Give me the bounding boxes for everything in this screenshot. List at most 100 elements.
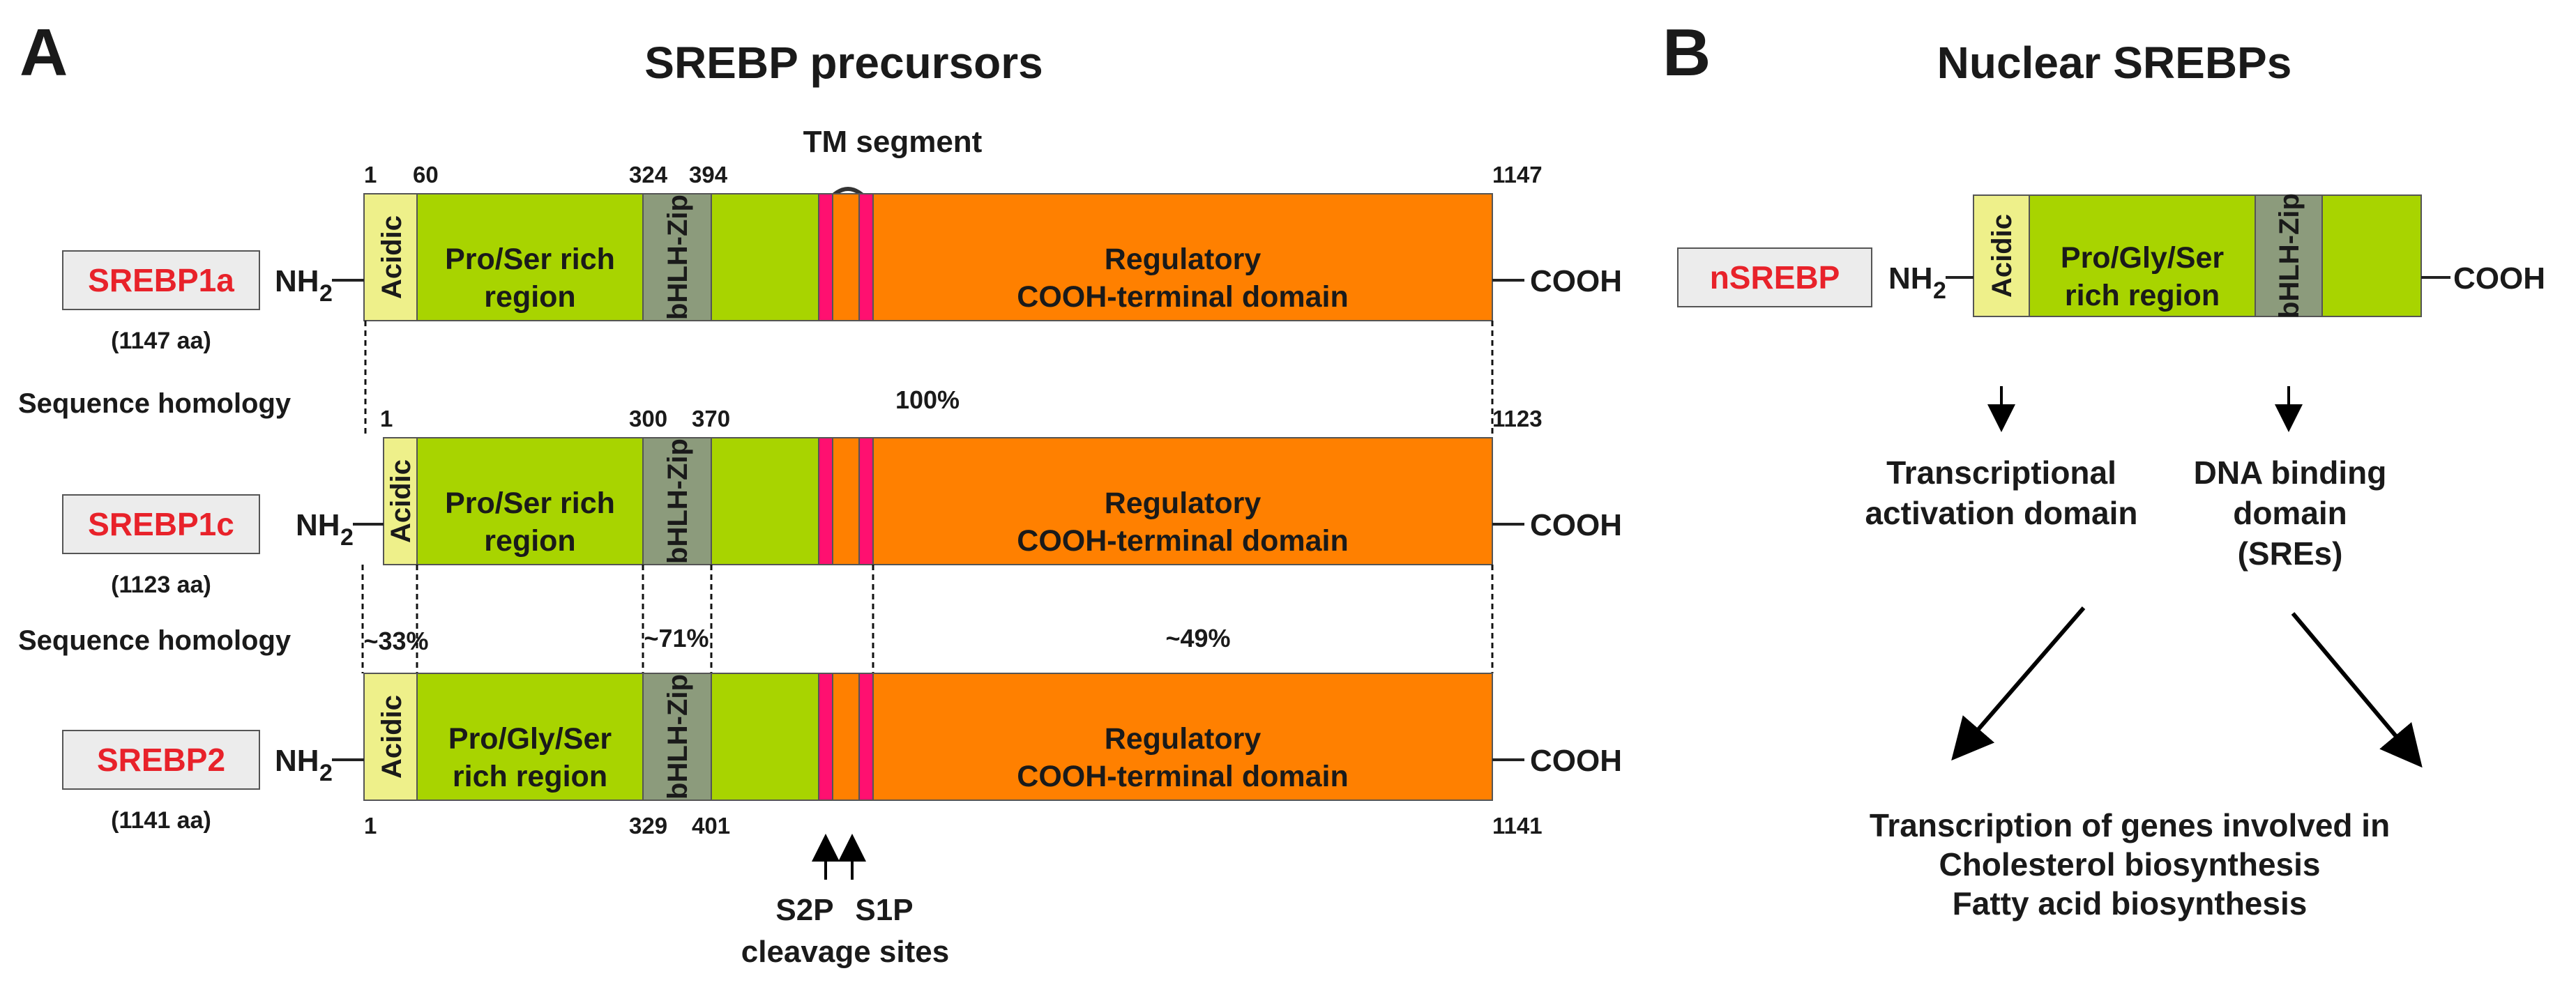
bhlh-label: bHLH-Zip bbox=[662, 674, 693, 800]
pos-1: 1 bbox=[364, 162, 377, 188]
reg-label-line2: COOH-terminal domain bbox=[1017, 280, 1348, 314]
homology-regulatory: ~49% bbox=[1165, 624, 1230, 652]
tm-loop bbox=[832, 673, 860, 801]
homology-100: 100% bbox=[895, 385, 960, 414]
pro-label-line1: Pro/Gly/Ser bbox=[2061, 241, 2224, 275]
name-box bbox=[62, 730, 260, 790]
cooh-label: COOH bbox=[1530, 264, 1622, 298]
dbd-label-line3: (SREs) bbox=[2238, 535, 2343, 572]
acidic-label: Acidic bbox=[1987, 214, 2017, 298]
protein-name: nSREBP bbox=[1710, 259, 1840, 296]
tm-segment-1 bbox=[818, 437, 833, 565]
tm-segment-2 bbox=[858, 193, 874, 321]
c-terminal-domain bbox=[2321, 194, 2422, 317]
bhlh-label: bHLH-Zip bbox=[662, 194, 693, 320]
name-box bbox=[62, 250, 260, 310]
tm-segment-label: TM segment bbox=[803, 125, 983, 159]
bhlh-zip-domain bbox=[2255, 194, 2323, 317]
homology-bhlh: ~71% bbox=[644, 624, 709, 652]
pos-329: 329 bbox=[629, 813, 667, 839]
bhlh-label: bHLH-Zip bbox=[2274, 193, 2305, 319]
pro-gly-ser-domain bbox=[416, 673, 644, 801]
pos-300: 300 bbox=[629, 406, 667, 431]
linker-domain bbox=[711, 193, 819, 321]
panel-a-letter: A bbox=[20, 15, 68, 90]
pro-label-line1: Pro/Gly/Ser bbox=[448, 722, 612, 756]
outcome-line1: Transcription of genes involved in bbox=[1870, 807, 2390, 843]
protein-name: SREBP1a bbox=[88, 262, 234, 298]
pos-401: 401 bbox=[692, 813, 730, 839]
pro-label-line2: region bbox=[484, 524, 575, 558]
tm-segment-2 bbox=[858, 437, 874, 565]
pos-1141: 1141 bbox=[1492, 813, 1543, 839]
acidic-label: Acidic bbox=[377, 215, 407, 299]
nh2-label: NH bbox=[275, 264, 319, 298]
bhlh-zip-domain bbox=[642, 193, 712, 321]
tad-label-line2: activation domain bbox=[1865, 495, 2137, 531]
nsrebp-row: Acidic Pro/Gly/Ser rich region bHLH-Zip … bbox=[1677, 193, 2545, 319]
homology-acidic: ~33% bbox=[363, 627, 428, 655]
pro-label-line1: Pro/Ser rich bbox=[445, 487, 615, 520]
outcome-line3: Fatty acid biosynthesis bbox=[1953, 885, 2308, 922]
protein-length: (1123 aa) bbox=[111, 572, 211, 598]
nh2-label: NH bbox=[275, 744, 319, 778]
panel-a-title: SREBP precursors bbox=[644, 38, 1043, 88]
reg-label-line1: Regulatory bbox=[1105, 243, 1262, 276]
s1p-label: S1P bbox=[855, 893, 913, 927]
nh2-label: NH bbox=[1888, 261, 1933, 296]
tm-segment-2 bbox=[858, 673, 874, 801]
pro-label-line2: region bbox=[484, 280, 575, 314]
regulatory-domain bbox=[872, 193, 1493, 321]
pro-label-line1: Pro/Ser rich bbox=[445, 243, 615, 276]
pos-1: 1 bbox=[364, 813, 377, 839]
s2p-label: S2P bbox=[775, 893, 833, 927]
srebp1c-row: Acidic Pro/Ser rich region bHLH-Zip Regu… bbox=[62, 406, 1622, 598]
pos-1: 1 bbox=[380, 406, 393, 431]
nh2-subscript: 2 bbox=[340, 524, 354, 551]
right-diagonal-arrow bbox=[2291, 612, 2423, 768]
pos-370: 370 bbox=[692, 406, 730, 431]
linker-domain bbox=[711, 673, 819, 801]
nh2-label: NH bbox=[296, 508, 340, 542]
reg-label-line1: Regulatory bbox=[1105, 722, 1262, 756]
protein-length: (1147 aa) bbox=[111, 328, 211, 354]
pos-1123: 1123 bbox=[1492, 406, 1543, 431]
tm-loop bbox=[832, 437, 860, 565]
regulatory-domain bbox=[872, 437, 1493, 565]
acidic-domain bbox=[383, 437, 418, 565]
tm-loop bbox=[832, 193, 860, 321]
protein-name: SREBP1c bbox=[88, 506, 234, 542]
tad-label-line1: Transcriptional bbox=[1886, 454, 2116, 491]
bhlh-zip-domain bbox=[642, 437, 712, 565]
pro-label-line2: rich region bbox=[453, 760, 607, 793]
panel-b-title: Nuclear SREBPs bbox=[1937, 38, 2292, 88]
regulatory-domain bbox=[872, 673, 1493, 801]
cooh-label: COOH bbox=[2453, 261, 2545, 296]
nh2-subscript: 2 bbox=[319, 760, 333, 786]
srebp1a-row: Acidic Pro/Ser rich region bHLH-Zip Regu… bbox=[62, 162, 1622, 354]
tm-segment-1 bbox=[818, 673, 833, 801]
pro-ser-domain bbox=[416, 437, 644, 565]
reg-label-line2: COOH-terminal domain bbox=[1017, 760, 1348, 793]
nh2-subscript: 2 bbox=[319, 280, 333, 307]
reg-label-line2: COOH-terminal domain bbox=[1017, 524, 1348, 558]
pos-1147: 1147 bbox=[1492, 162, 1543, 188]
sequence-homology-label-1: Sequence homology bbox=[18, 388, 291, 419]
protein-name: SREBP2 bbox=[97, 742, 225, 778]
acidic-label: Acidic bbox=[386, 459, 416, 543]
pro-label-line2: rich region bbox=[2065, 279, 2220, 312]
reg-label-line1: Regulatory bbox=[1105, 487, 1262, 520]
dbd-label-line1: DNA binding bbox=[2194, 454, 2387, 491]
pos-60: 60 bbox=[413, 162, 439, 188]
acidic-label: Acidic bbox=[377, 695, 407, 779]
left-diagonal-arrow bbox=[1951, 606, 2086, 761]
outcome-line2: Cholesterol biosynthesis bbox=[1939, 846, 2320, 882]
name-box bbox=[1677, 247, 1872, 307]
pos-324: 324 bbox=[629, 162, 668, 188]
pro-ser-domain bbox=[416, 193, 644, 321]
name-box bbox=[62, 494, 260, 554]
srebp2-row: Acidic Pro/Gly/Ser rich region bHLH-Zip … bbox=[62, 673, 1622, 839]
dbd-label-line2: domain bbox=[2233, 495, 2347, 531]
cooh-label: COOH bbox=[1530, 744, 1622, 778]
